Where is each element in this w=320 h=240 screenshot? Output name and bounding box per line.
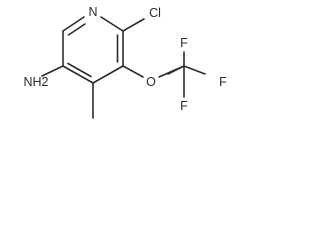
fluorine-top-label: F [180, 36, 188, 50]
bond-c5-nh2 [41, 65, 64, 77]
fluorine-bottom-label: F [180, 99, 188, 113]
bond-c-f-left [167, 65, 185, 75]
bond-c6-n-double [67, 23, 86, 36]
bond-c2-cl [122, 18, 145, 32]
fluorine-right-label: F [219, 75, 227, 89]
chemical-structure: N Cl O F F F NH2 [23, 5, 227, 119]
bond-c-f-right [183, 65, 206, 75]
bond-c3-o [122, 65, 144, 78]
bond-n-c2 [100, 16, 124, 32]
oxygen-label: O [146, 75, 156, 89]
bond-c6-n [62, 16, 85, 32]
ring-nitrogen-label: N [88, 5, 97, 19]
bond-c4-c5 [62, 65, 94, 84]
amine-label: NH2 [23, 75, 48, 89]
bond-c4-c5-double [67, 62, 92, 78]
chlorine-label: Cl [149, 6, 161, 20]
bond-c3-c4 [92, 65, 124, 84]
